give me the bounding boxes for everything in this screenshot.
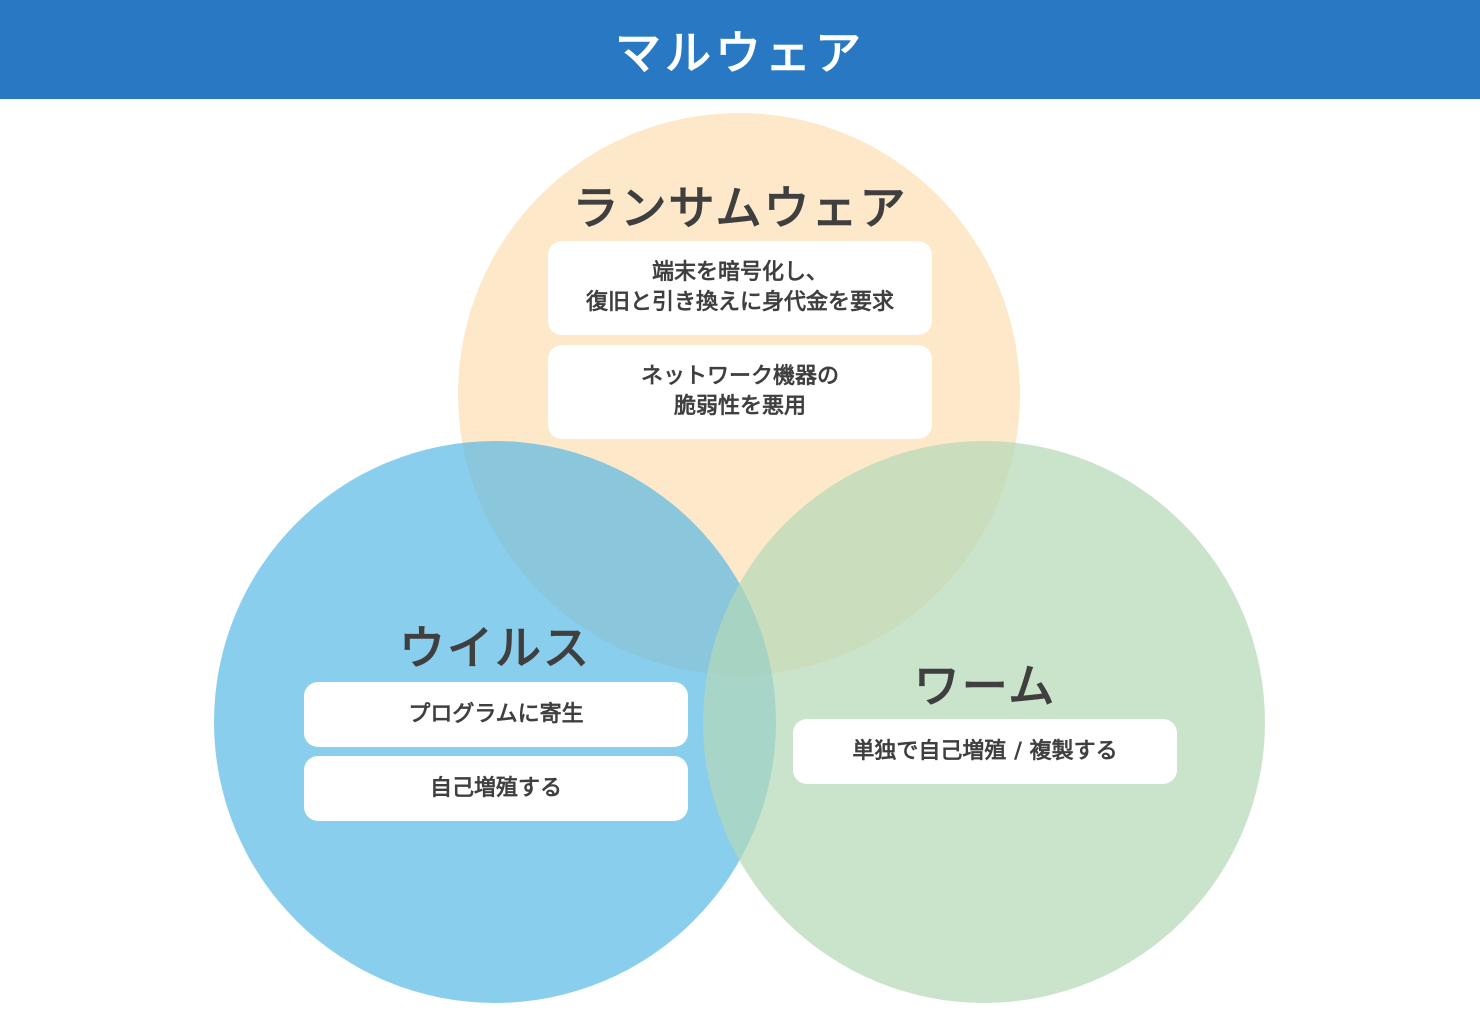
worm-item-standalone: 単独で自己増殖 / 複製する bbox=[793, 719, 1177, 784]
header-bar: マルウェア bbox=[0, 0, 1480, 99]
diagram-title: マルウェア bbox=[615, 25, 865, 80]
virus-label: ウイルス bbox=[399, 621, 591, 675]
worm-label: ワーム bbox=[913, 659, 1057, 713]
ransomware-item-vulnerability: ネットワーク機器の 脆弱性を悪用 bbox=[548, 345, 932, 439]
virus-item-self-replicate: 自己増殖する bbox=[304, 756, 688, 821]
virus-item-parasite: プログラムに寄生 bbox=[304, 682, 688, 747]
ransomware-item-encrypt: 端末を暗号化し、 復旧と引き換えに身代金を要求 bbox=[548, 241, 932, 335]
ransomware-label: ランサムウェア bbox=[572, 181, 908, 235]
